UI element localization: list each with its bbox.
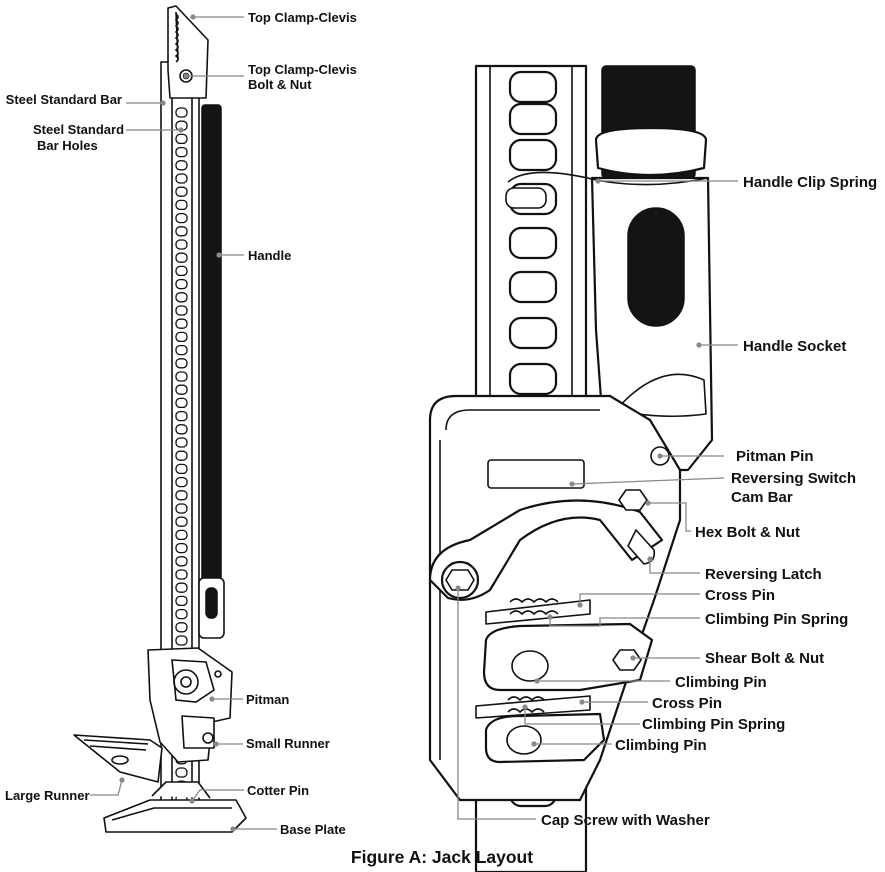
bar-hole xyxy=(175,344,188,356)
label-climbing-pin-spring-lower: Climbing Pin Spring xyxy=(642,716,785,733)
top-clamp-clevis-shape xyxy=(167,5,209,99)
bar-hole xyxy=(175,371,188,382)
bar-hole xyxy=(175,160,188,171)
detail-bar-hole xyxy=(508,226,558,260)
label-steel-standard-bar: Steel Standard Bar xyxy=(6,92,122,107)
reversing-switch-cam-bar-shape xyxy=(428,499,664,601)
label-reversing-switch-cam-bar: Reversing Switch Cam Bar xyxy=(731,470,860,506)
bar-hole xyxy=(175,252,188,263)
bar-hole xyxy=(175,463,188,475)
label-steel-standard-bar-holes: Steel Standard Bar Holes xyxy=(33,122,128,153)
bar-hole xyxy=(175,622,188,633)
bar-hole xyxy=(175,331,188,343)
label-handle: Handle xyxy=(248,248,291,263)
label-climbing-pin-spring-upper: Climbing Pin Spring xyxy=(705,611,848,628)
bar-hole xyxy=(175,635,188,646)
bar-hole xyxy=(175,516,188,527)
bar-hole xyxy=(175,358,188,369)
label-pitman: Pitman xyxy=(246,692,289,707)
detail-bar-hole xyxy=(508,70,558,104)
bar-hole xyxy=(175,569,188,580)
label-cotter-pin: Cotter Pin xyxy=(247,783,309,798)
bar-hole xyxy=(175,490,188,501)
bar-hole xyxy=(175,767,188,778)
shear-bolt-shape xyxy=(612,649,642,671)
bar-hole xyxy=(175,239,188,250)
label-hex-bolt-nut: Hex Bolt & Nut xyxy=(695,524,800,541)
climbing-pin-lower-shape xyxy=(506,725,542,755)
bar-hole xyxy=(175,397,188,409)
climbing-pin-upper-shape xyxy=(511,650,549,682)
detail-bar-hole xyxy=(508,316,558,350)
bar-hole xyxy=(175,133,188,145)
label-cross-pin-lower: Cross Pin xyxy=(652,695,722,712)
label-large-runner: Large Runner xyxy=(5,788,90,803)
cross-pin-lower-shape xyxy=(475,695,591,719)
label-climbing-pin-upper: Climbing Pin xyxy=(675,674,767,691)
label-pitman-pin: Pitman Pin xyxy=(736,448,814,465)
pitman-housing-shape xyxy=(428,394,682,802)
label-top-clamp-clevis-bolt-nut: Top Clamp-Clevis Bolt & Nut xyxy=(248,62,360,92)
bar-hole xyxy=(175,173,188,184)
detail-bar-hole xyxy=(508,138,558,172)
label-handle-socket: Handle Socket xyxy=(743,338,846,355)
bar-hole xyxy=(175,186,188,197)
bar-hole xyxy=(175,608,188,620)
bar-hole xyxy=(175,212,188,224)
label-base-plate: Base Plate xyxy=(280,822,346,837)
bar-hole xyxy=(175,476,188,488)
bar-hole xyxy=(175,542,188,554)
bar-hole xyxy=(175,292,188,303)
figure-caption: Figure A: Jack Layout xyxy=(351,847,533,867)
detail-bar-hole xyxy=(508,362,558,396)
bar-hole xyxy=(175,595,188,607)
mechanism-detail-drawing xyxy=(428,64,714,872)
label-cross-pin-upper: Cross Pin xyxy=(705,587,775,604)
detail-bar-hole xyxy=(508,102,558,136)
label-climbing-pin-lower: Climbing Pin xyxy=(615,737,707,754)
bar-hole xyxy=(175,318,188,329)
leader-lines xyxy=(90,14,738,832)
lower-pin-plate-shape xyxy=(484,712,606,764)
bar-hole xyxy=(175,529,188,541)
bar-hole xyxy=(175,384,188,395)
bar-hole xyxy=(175,410,188,422)
bar-hole xyxy=(175,424,188,435)
bar-hole xyxy=(175,107,188,118)
bar-hole xyxy=(175,437,188,448)
bar-hole xyxy=(175,199,188,211)
handle-shape xyxy=(201,104,222,591)
bar-hole xyxy=(175,503,188,514)
label-shear-bolt-nut: Shear Bolt & Nut xyxy=(705,650,824,667)
bar-hole xyxy=(175,582,188,593)
label-cap-screw-washer: Cap Screw with Washer xyxy=(541,812,710,829)
cap-screw-shape xyxy=(445,569,475,591)
hex-bolt-shape xyxy=(618,489,648,511)
label-reversing-latch: Reversing Latch xyxy=(705,566,822,583)
label-small-runner: Small Runner xyxy=(246,736,330,751)
label-handle-clip-spring: Handle Clip Spring xyxy=(743,174,877,191)
part-labels: Top Clamp-Clevis Top Clamp-Clevis Bolt &… xyxy=(5,10,877,867)
bar-hole xyxy=(175,265,188,277)
bar-hole xyxy=(175,146,188,158)
bar-hole xyxy=(175,305,188,316)
detail-bar-hole xyxy=(508,270,558,304)
bar-hole xyxy=(175,226,188,237)
label-top-clamp-clevis: Top Clamp-Clevis xyxy=(248,10,357,25)
bar-hole xyxy=(175,450,188,461)
bar-hole xyxy=(175,278,188,290)
bar-hole xyxy=(175,556,188,567)
